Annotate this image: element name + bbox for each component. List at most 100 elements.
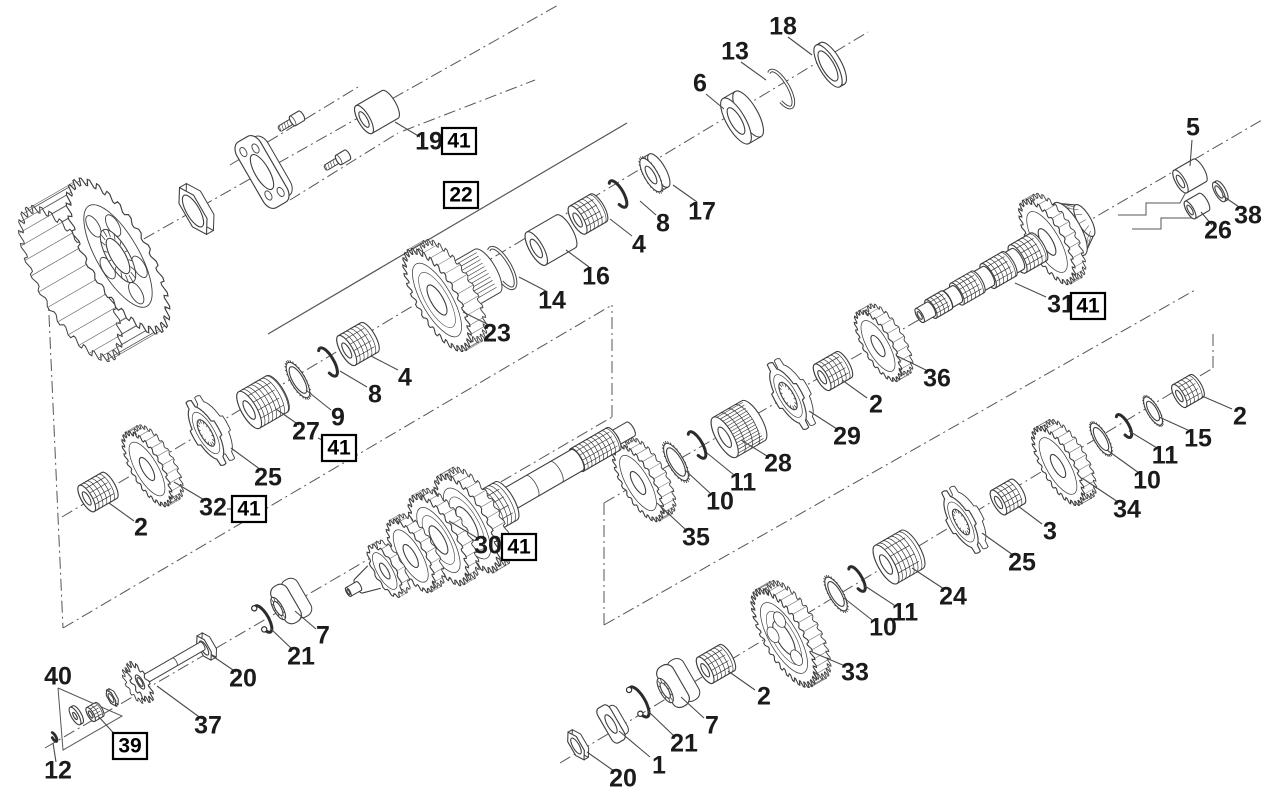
lock-nut (178, 182, 215, 236)
main-shaft-30 (344, 421, 636, 599)
input-shaft-31 (914, 192, 1096, 324)
part-label-5: 5 (1186, 114, 1200, 142)
boxed-label-41 (500, 532, 538, 562)
bearing-3 (989, 478, 1027, 516)
splined-sleeve-28 (710, 399, 768, 459)
part-label-27: 27 (292, 418, 320, 446)
part-label-16: 16 (582, 263, 610, 291)
needle-cage-27 (236, 374, 290, 430)
part-label-41-boxed: 41 (1076, 295, 1100, 318)
primary-driven-gear (18, 177, 171, 362)
boxed-label-41 (230, 494, 268, 524)
part-label-2: 2 (757, 683, 771, 711)
part-label-4: 4 (632, 231, 646, 259)
washer-1 (596, 704, 629, 744)
part-label-33: 33 (841, 659, 869, 687)
part-label-18: 18 (769, 13, 797, 41)
snap-ring-13 (767, 68, 796, 110)
circlip-8 (317, 346, 339, 378)
part-label-41-boxed: 41 (447, 130, 471, 153)
circlip-21 (625, 685, 651, 719)
part-label-41-boxed: 41 (507, 536, 531, 559)
gear-33 (750, 580, 832, 689)
ring-10 (1088, 420, 1114, 458)
needle-bearing-2 (695, 643, 737, 685)
part-label-24: 24 (939, 583, 967, 611)
part-label-11: 11 (1152, 442, 1179, 470)
bearing-6 (720, 90, 765, 145)
part-label-41-boxed: 41 (327, 437, 351, 460)
part-label-11: 11 (730, 469, 757, 497)
gear-36 (853, 303, 914, 383)
part-label-37: 37 (194, 712, 222, 740)
washer-40 (68, 705, 85, 726)
ring-15 (1142, 394, 1164, 428)
nut-20 (567, 728, 590, 761)
ring-10 (661, 440, 691, 484)
washer-9 (284, 359, 312, 401)
needle-bearing-4 (567, 193, 609, 235)
part-label-8: 8 (656, 210, 670, 238)
part-label-35: 35 (682, 524, 710, 552)
ring-10 (823, 574, 849, 614)
part-label-12: 12 (44, 757, 72, 785)
bushing-5 (1172, 158, 1208, 194)
boxed-label-41 (440, 126, 478, 156)
circlip-21 (251, 604, 274, 634)
bushing-19 (354, 89, 400, 135)
part-label-4: 4 (398, 364, 412, 392)
boxed-label-41 (320, 433, 358, 463)
circlip-11 (1114, 413, 1134, 439)
boxed-label-39 (111, 731, 149, 761)
bolt (323, 149, 352, 171)
circlip-11 (686, 430, 708, 460)
synchro-hub-25 (185, 395, 236, 466)
part-label-10: 10 (1133, 467, 1161, 495)
part-label-32: 32 (199, 494, 227, 522)
part-label-29: 29 (833, 423, 861, 451)
needle-bearing-2 (1171, 373, 1205, 409)
retainer-plate (234, 135, 293, 209)
seal-ring-18 (813, 41, 848, 88)
part-label-2: 2 (1233, 403, 1247, 431)
part-label-21: 21 (670, 730, 698, 758)
gear-23 (402, 239, 503, 353)
part-label-23: 23 (483, 320, 511, 348)
spacer-16 (524, 214, 578, 266)
part-label-38: 38 (1234, 202, 1262, 230)
bearing-7 (656, 658, 701, 709)
part-label-9: 9 (331, 404, 345, 432)
snap-ring-14 (487, 245, 518, 291)
nut-40 (105, 687, 119, 707)
leader-lines (52, 36, 1243, 772)
part-label-19: 19 (415, 128, 443, 156)
boxed-label-41 (1069, 291, 1107, 321)
circlip-8 (607, 179, 629, 209)
part-label-10: 10 (869, 614, 897, 642)
needle-bearing-2 (77, 471, 119, 513)
bearing-17 (638, 153, 671, 194)
ring-38 (1211, 180, 1229, 203)
part-label-8: 8 (368, 381, 382, 409)
part-label-22-boxed: 22 (449, 184, 472, 207)
part-label-2: 2 (869, 391, 883, 419)
part-label-20: 20 (229, 665, 257, 693)
part-label-20: 20 (609, 765, 637, 793)
part-label-25: 25 (1008, 549, 1036, 577)
part-label-26: 26 (1204, 217, 1232, 245)
synchro-29 (766, 358, 817, 430)
bearing-7 (270, 577, 313, 625)
part-label-11: 11 (892, 599, 919, 627)
part-label-39-boxed: 39 (118, 735, 141, 758)
part-label-30: 30 (474, 532, 502, 560)
part-label-2: 2 (134, 514, 148, 542)
part-label-7: 7 (705, 712, 719, 740)
part-label-36: 36 (923, 365, 951, 393)
synchro-hub-25 (941, 485, 989, 554)
gear-35 (611, 436, 677, 523)
boxed-label-22 (442, 180, 480, 210)
gear-32 (121, 424, 184, 508)
